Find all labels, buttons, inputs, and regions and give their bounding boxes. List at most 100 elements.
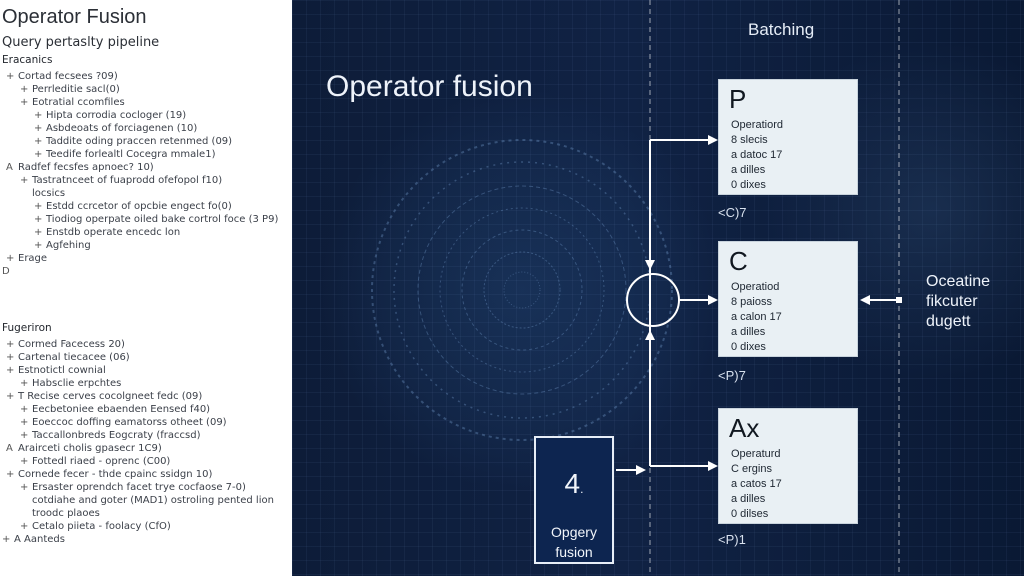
operator-caption-c: <P)7 — [718, 368, 746, 383]
operator-detail-line: C ergins — [731, 463, 772, 475]
arrow-heads — [636, 135, 902, 475]
outline-item: +Taccallonbreds Eogcraty (fraccsd) — [0, 429, 292, 442]
outline-item: +Habsclie erpchtes — [0, 377, 292, 390]
radial-pattern — [371, 139, 673, 441]
operator-caption-p: <C)7 — [718, 205, 747, 220]
operator-box-c: C Operatiod 8 paioss a calon 17 a dilles… — [718, 241, 858, 357]
outline-panel: Operator Fusion Query pertaslty pipeline… — [0, 0, 292, 576]
operator-box-p: P Operatiord 8 slecis a datoc 17 a dille… — [718, 79, 858, 195]
outline-item: +Agfehing — [0, 239, 292, 252]
outline-bullet-icon: + — [20, 417, 29, 428]
operator-detail-line: Operatiord — [731, 119, 783, 131]
outline-item: +Perrleditie sacl(0) — [0, 83, 292, 96]
outline-item-text: Estnotictl cownial — [18, 365, 106, 376]
outline-bullet-icon: D — [2, 266, 10, 277]
operator-detail-line: a catos 17 — [731, 478, 782, 490]
outline-item-text: Cetalo piieta - foolacy (CfO) — [32, 521, 171, 532]
outline-bullet-icon: + — [6, 352, 15, 363]
outline-bullet-icon: + — [20, 430, 29, 441]
outline-title: Operator Fusion — [2, 6, 147, 28]
outline-item-text: A Aanteds — [14, 534, 65, 545]
operator-name: Ax — [729, 413, 760, 443]
outline-item: +Cortad fecsees ?09) — [0, 70, 292, 83]
outline-bullet-icon: + — [6, 391, 15, 402]
operator-details: Operatiod 8 paioss a calon 17 a dilles 0… — [731, 280, 782, 355]
side-output-label: Oceatine fikcuter dugett — [926, 273, 991, 330]
operator-detail-line: a calon 17 — [731, 311, 782, 323]
outline-item: +Tastratnceet of fuaprodd ofefopol f10) — [0, 174, 292, 187]
outline-bullet-icon: + — [20, 97, 29, 108]
outline-item: +Cornede fecer - thde cpainc ssidgn 10) — [0, 468, 292, 481]
outline-item-text: locsics — [32, 188, 66, 199]
outline-bullet-icon: + — [20, 378, 29, 389]
outline-section-a: Eracanics +Cortad fecsees ?09)+Perrledit… — [0, 54, 292, 278]
diagram-canvas: Operator fusion Batching P Operatiord 8 … — [292, 0, 1024, 576]
section-heading: Eracanics — [2, 54, 53, 66]
grid-background — [292, 0, 1024, 576]
outline-bullet-icon: A — [6, 162, 13, 173]
diagram-main-label: Operator fusion — [326, 70, 533, 103]
outline-item-text: Teedife forlealtl Cocegra mmale1) — [46, 149, 216, 160]
outline-item: +Tiodiog operpate oiled bake cortrol foc… — [0, 213, 292, 226]
outline-item-text: Asbdeoats of forciagenen (10) — [46, 123, 198, 134]
operator-details: Operaturd C ergins a catos 17 a dilles 0… — [731, 447, 782, 522]
outline-bullet-icon: + — [20, 404, 29, 415]
outline-item: +Asbdeoats of forciagenen (10) — [0, 122, 292, 135]
outline-item: +Erage — [0, 252, 292, 265]
outline-bullet-icon: + — [34, 201, 43, 212]
outline-item-text: Cornede fecer - thde cpainc ssidgn 10) — [18, 469, 213, 480]
outline-item-text: T Recise cerves cocolgneet fedc (09) — [18, 391, 203, 402]
outline-section-b: Fugeriron +Cormed Facecess 20)+Cartenal … — [0, 322, 292, 546]
outline-item-text: Eecbetoniee ebaenden Eensed f40) — [32, 404, 211, 415]
outline-item: cotdiahe and goter (MAD1) ostroling pent… — [0, 494, 292, 507]
outline-bullet-icon: + — [20, 482, 29, 493]
operator-detail-line: Operaturd — [731, 448, 781, 460]
operator-detail-line: a datoc 17 — [731, 149, 783, 161]
outline-item: troodc plaoes — [0, 507, 292, 520]
outline-item-text: Cartenal tiecacee (06) — [18, 352, 130, 363]
outline-bullet-icon: + — [34, 123, 43, 134]
operator-details: Operatiord 8 slecis a datoc 17 a dilles … — [731, 118, 783, 193]
outline-item: +Cetalo piieta - foolacy (CfO) — [0, 520, 292, 533]
outline-item: locsics — [0, 187, 292, 200]
diagram-connectors — [371, 0, 902, 576]
fusion-number: 4. — [564, 468, 584, 499]
outline-item-text: Taddite oding praccen retenmed (09) — [46, 136, 233, 147]
outline-item-text: Eoeccoc doffing eamatorss otheet (09) — [32, 417, 227, 428]
outline-item: +Eecbetoniee ebaenden Eensed f40) — [0, 403, 292, 416]
flow-arrows — [616, 139, 898, 471]
outline-item-text: Tastratnceet of fuaprodd ofefopol f10) — [32, 175, 223, 186]
outline-item-text: Eotratial ccomfiles — [32, 97, 125, 108]
outline-bullet-icon: + — [6, 365, 15, 376]
outline-bullet-icon: + — [34, 136, 43, 147]
outline-bullet-icon: + — [34, 149, 43, 160]
operator-name: C — [729, 246, 748, 276]
outline-item-text: Arairceti cholis gpasecr 1C9) — [18, 443, 162, 454]
outline-bullet-icon: + — [20, 521, 29, 532]
fusion-label: Opgery fusion — [551, 524, 597, 560]
outline-item-text: Hipta corrodia cocloger (19) — [46, 110, 187, 121]
outline-item-text: cotdiahe and goter (MAD1) ostroling pent… — [32, 495, 274, 506]
operator-box-ax: Ax Operaturd C ergins a catos 17 a dille… — [718, 408, 858, 524]
operator-detail-line: 0 dixes — [731, 179, 766, 191]
outline-item: +Fottedl riaed - oprenc (C00) — [0, 455, 292, 468]
outline-bullet-icon: + — [20, 84, 29, 95]
outline-item: +Hipta corrodia cocloger (19) — [0, 109, 292, 122]
outline-item-text: Ersaster oprendch facet trye cocfaose 7-… — [32, 482, 246, 493]
outline-item-text: Perrleditie sacl(0) — [32, 84, 120, 95]
outline-item-text: Tiodiog operpate oiled bake cortrol foce… — [46, 214, 279, 225]
outline-bullet-icon: + — [6, 71, 15, 82]
outline-item-text: Cormed Facecess 20) — [18, 339, 125, 350]
outline-item: +Cormed Facecess 20) — [0, 338, 292, 351]
outline-item-text: Taccallonbreds Eogcraty (fraccsd) — [32, 430, 201, 441]
outline-bullet-icon: + — [20, 175, 29, 186]
outline-item: +A Aanteds — [0, 533, 292, 546]
operator-detail-line: 0 dixes — [731, 341, 766, 353]
outline-bullet-icon: A — [6, 443, 13, 454]
operator-detail-line: 0 dilses — [731, 508, 769, 520]
outline-item-text: Radfef fecsfes apnoec? 10) — [18, 162, 154, 173]
batching-column-label: Batching — [748, 20, 815, 39]
outline-item: +Enstdb operate encedc lon — [0, 226, 292, 239]
operator-detail-line: a dilles — [731, 164, 766, 176]
outline-item: +Taddite oding praccen retenmed (09) — [0, 135, 292, 148]
